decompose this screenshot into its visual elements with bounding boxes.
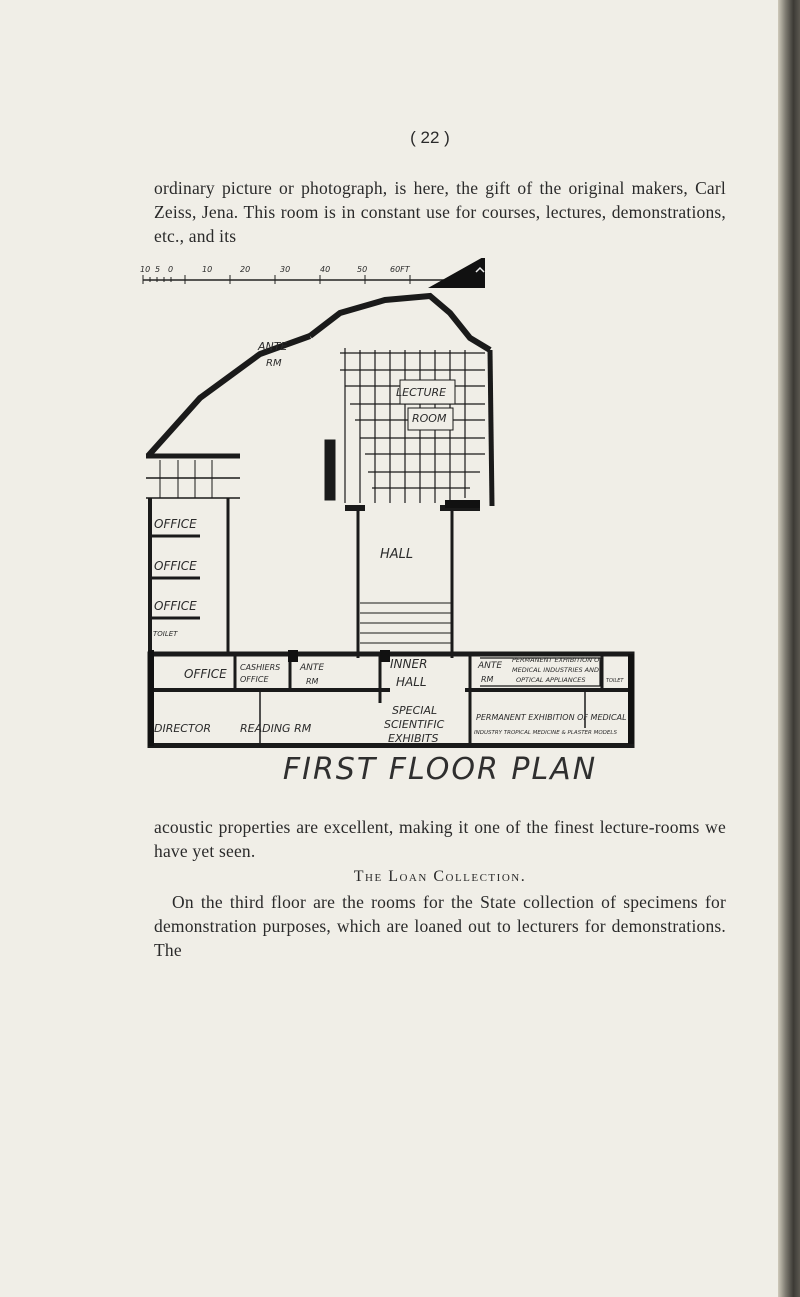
plan-label: EXHIBITS	[388, 732, 439, 745]
floor-plan: 10 5 0 10 20 30 40 50 60FT	[140, 258, 635, 748]
section-heading: The Loan Collection.	[353, 868, 527, 885]
scale-label: 40	[320, 265, 330, 274]
plan-label: PERMANENT EXHIBITION OF	[512, 656, 603, 664]
plan-label: TOILET	[153, 630, 178, 638]
scale-label: 20	[240, 265, 250, 274]
plan-label: RM	[306, 677, 319, 686]
plan-label: RM	[266, 358, 282, 369]
plan-label: SCIENTIFIC	[384, 718, 445, 731]
plan-label: RM	[481, 675, 494, 684]
page-number: ( 22 )	[410, 128, 450, 147]
paragraph-loan-collection: On the third floor are the rooms for the…	[154, 892, 726, 960]
plan-label: PERMANENT EXHIBITION OF MEDICAL	[476, 713, 627, 722]
plan-label: MEDICAL INDUSTRIES AND	[512, 666, 599, 674]
plan-label: OFFICE	[154, 559, 197, 573]
plan-label: OFFICE	[240, 675, 269, 684]
plan-label: READING RM	[240, 722, 312, 735]
plan-label: OFFICE	[154, 599, 197, 613]
paragraph-after-plan: acoustic properties are excellent, makin…	[154, 817, 726, 861]
scale-label: 10	[140, 265, 150, 274]
scale-label: 10	[202, 265, 212, 274]
plan-label: INNER	[390, 657, 427, 671]
scale-label: 30	[280, 265, 290, 274]
plan-label: CASHIERS	[240, 663, 280, 672]
plan-label: TOILET	[606, 678, 624, 684]
plan-label: SPECIAL	[392, 704, 437, 717]
plan-label: HALL	[380, 547, 413, 562]
plan-label: OFFICE	[184, 667, 227, 681]
plan-label: HALL	[396, 675, 427, 689]
plan-label: INDUSTRY TROPICAL MEDICINE & PLASTER MOD…	[474, 730, 617, 736]
plan-label: ANTE	[299, 663, 324, 673]
plan-label: ROOM	[412, 412, 447, 425]
plan-label: DIRECTOR	[154, 722, 211, 735]
scale-bar: 10 5 0 10 20 30 40 50 60FT	[140, 265, 445, 284]
plan-label: LECTURE	[396, 386, 446, 399]
plan-caption: FIRST FLOOR PLAN	[282, 752, 598, 787]
scale-label: 5	[155, 265, 160, 274]
paragraph-top: ordinary picture or photograph, is here,…	[154, 178, 726, 246]
page-edge-shadow	[778, 0, 800, 1297]
plan-label: OFFICE	[154, 517, 197, 531]
plan-label: ANTE	[477, 661, 502, 671]
plan-label: OPTICAL APPLIANCES	[516, 676, 586, 684]
plan-label: ANTE	[257, 340, 287, 353]
scale-label: 60FT	[390, 265, 411, 274]
scale-label: 50	[357, 265, 367, 274]
scale-label: 0	[168, 265, 173, 274]
